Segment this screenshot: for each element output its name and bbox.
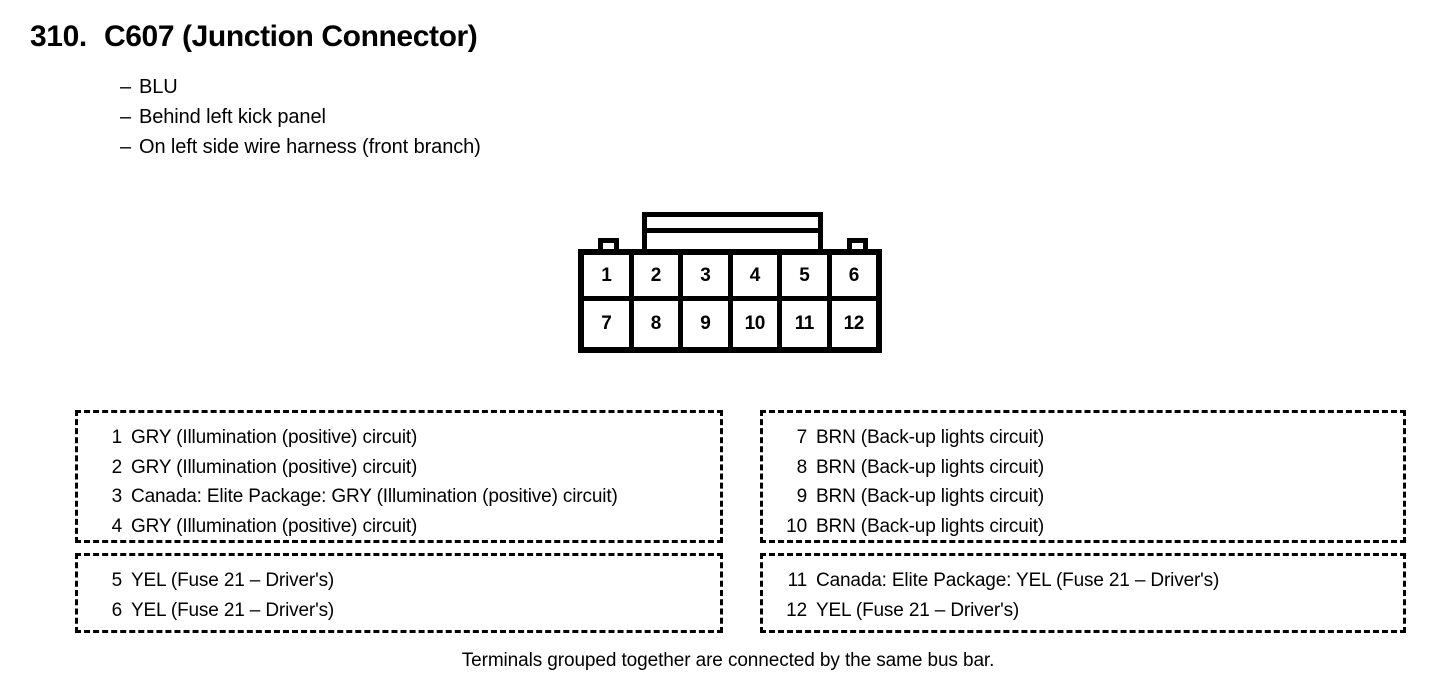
connector-pin: 12 [843, 313, 865, 334]
connector-pin: 8 [634, 301, 683, 347]
terminal-row: 1 GRY (Illumination (positive) circuit) [78, 423, 720, 453]
terminal-pin-number: 10 [786, 515, 807, 537]
terminal-group-box-right-bottom: 11 Canada: Elite Package: YEL (Fuse 21 –… [760, 553, 1406, 633]
terminal-row: 9 BRN (Back-up lights circuit) [763, 482, 1403, 512]
detail-text: Behind left kick panel [139, 106, 326, 128]
terminal-group-box-right-top: 7 BRN (Back-up lights circuit) 8 BRN (Ba… [760, 410, 1406, 543]
connector-pin: 4 [733, 255, 782, 296]
connector-pin: 10 [733, 301, 782, 347]
terminal-pin-number: 3 [111, 486, 123, 507]
connector-pin: 1 [584, 255, 634, 296]
terminal-row: 12 YEL (Fuse 21 – Driver's) [763, 596, 1403, 626]
terminal-row: 4 GRY (Illumination (positive) circuit) [78, 512, 720, 542]
detail-text: On left side wire harness (front branch) [139, 136, 481, 158]
terminal-row: 6 YEL (Fuse 21 – Driver's) [78, 596, 720, 626]
connector-pin: 2 [634, 255, 683, 296]
terminal-list: 5 YEL (Fuse 21 – Driver's) 6 YEL (Fuse 2… [78, 556, 720, 625]
terminal-group-box-left-top: 1 GRY (Illumination (positive) circuit) … [75, 410, 723, 543]
connector-body: 1 2 3 4 5 6 7 8 9 10 11 12 [578, 249, 882, 353]
connector-pin: 7 [584, 301, 634, 347]
detail-text: BLU [139, 76, 178, 98]
bullet-dash-icon: – [120, 136, 132, 158]
terminal-description: GRY (Illumination (positive) circuit) [131, 427, 418, 448]
terminal-pin-number: 1 [111, 427, 123, 448]
terminal-pin-number: 9 [796, 486, 808, 507]
terminal-pin-number: 11 [787, 570, 808, 591]
connector-diagram: 1 2 3 4 5 6 7 8 9 10 11 12 [578, 212, 888, 357]
terminal-row: 11 Canada: Elite Package: YEL (Fuse 21 –… [763, 566, 1403, 596]
detail-line: –Behind left kick panel [120, 102, 481, 132]
terminal-description: BRN (Back-up lights circuit) [816, 486, 1045, 507]
detail-line: –BLU [120, 72, 481, 102]
connector-pin: 9 [683, 301, 733, 347]
terminal-row: 3 Canada: Elite Package: GRY (Illuminati… [78, 482, 720, 512]
detail-line: –On left side wire harness (front branch… [120, 132, 481, 162]
terminal-description: GRY (Illumination (positive) circuit) [131, 456, 418, 478]
terminal-description: Canada: Elite Package: GRY (Illumination… [131, 486, 618, 507]
terminal-description: Canada: Elite Package: YEL (Fuse 21 – Dr… [816, 570, 1220, 591]
connector-pin-row-top: 1 2 3 4 5 6 [584, 255, 876, 301]
terminal-pin-number: 12 [786, 599, 807, 621]
footer-caption: Terminals grouped together are connected… [461, 650, 995, 671]
terminal-description: BRN (Back-up lights circuit) [816, 515, 1045, 537]
terminal-description: BRN (Back-up lights circuit) [816, 427, 1045, 448]
connector-pin: 11 [782, 301, 832, 347]
connector-pin: 3 [683, 255, 733, 296]
terminal-pin-number: 8 [796, 456, 808, 478]
terminal-pin-number: 5 [111, 570, 123, 591]
terminal-pin-number: 7 [796, 427, 808, 448]
page-title-number: 310. [30, 20, 87, 53]
connector-pin: 6 [848, 264, 860, 286]
terminal-row: 2 GRY (Illumination (positive) circuit) [78, 453, 720, 483]
bullet-dash-icon: – [120, 106, 132, 128]
terminal-description: YEL (Fuse 21 – Driver's) [131, 599, 335, 621]
terminal-description: YEL (Fuse 21 – Driver's) [816, 599, 1020, 621]
terminal-row: 7 BRN (Back-up lights circuit) [763, 423, 1403, 453]
terminal-row: 5 YEL (Fuse 21 – Driver's) [78, 566, 720, 596]
terminal-list: 11 Canada: Elite Package: YEL (Fuse 21 –… [763, 556, 1403, 625]
terminal-description: YEL (Fuse 21 – Driver's) [131, 570, 335, 591]
connector-pin: 5 [782, 255, 832, 296]
page-title-text: C607 (Junction Connector) [104, 20, 478, 53]
terminal-row: 8 BRN (Back-up lights circuit) [763, 453, 1403, 483]
terminal-group-box-left-bottom: 5 YEL (Fuse 21 – Driver's) 6 YEL (Fuse 2… [75, 553, 723, 633]
terminal-pin-number: 6 [111, 599, 123, 621]
connector-latch-tab [642, 212, 823, 254]
connector-latch-slot [647, 228, 818, 233]
terminal-pin-number: 4 [111, 515, 123, 537]
terminal-pin-number: 2 [111, 456, 123, 478]
terminal-list: 7 BRN (Back-up lights circuit) 8 BRN (Ba… [763, 413, 1403, 541]
connector-pin-row-bottom: 7 8 9 10 11 12 [584, 301, 876, 347]
terminal-description: BRN (Back-up lights circuit) [816, 456, 1045, 478]
terminal-list: 1 GRY (Illumination (positive) circuit) … [78, 413, 720, 541]
terminal-row: 10 BRN (Back-up lights circuit) [763, 512, 1403, 542]
page-title: 310. C607 (Junction Connector) [30, 20, 478, 54]
connector-detail-list: –BLU –Behind left kick panel –On left si… [120, 72, 481, 162]
bullet-dash-icon: – [120, 76, 132, 98]
terminal-description: GRY (Illumination (positive) circuit) [131, 515, 418, 537]
